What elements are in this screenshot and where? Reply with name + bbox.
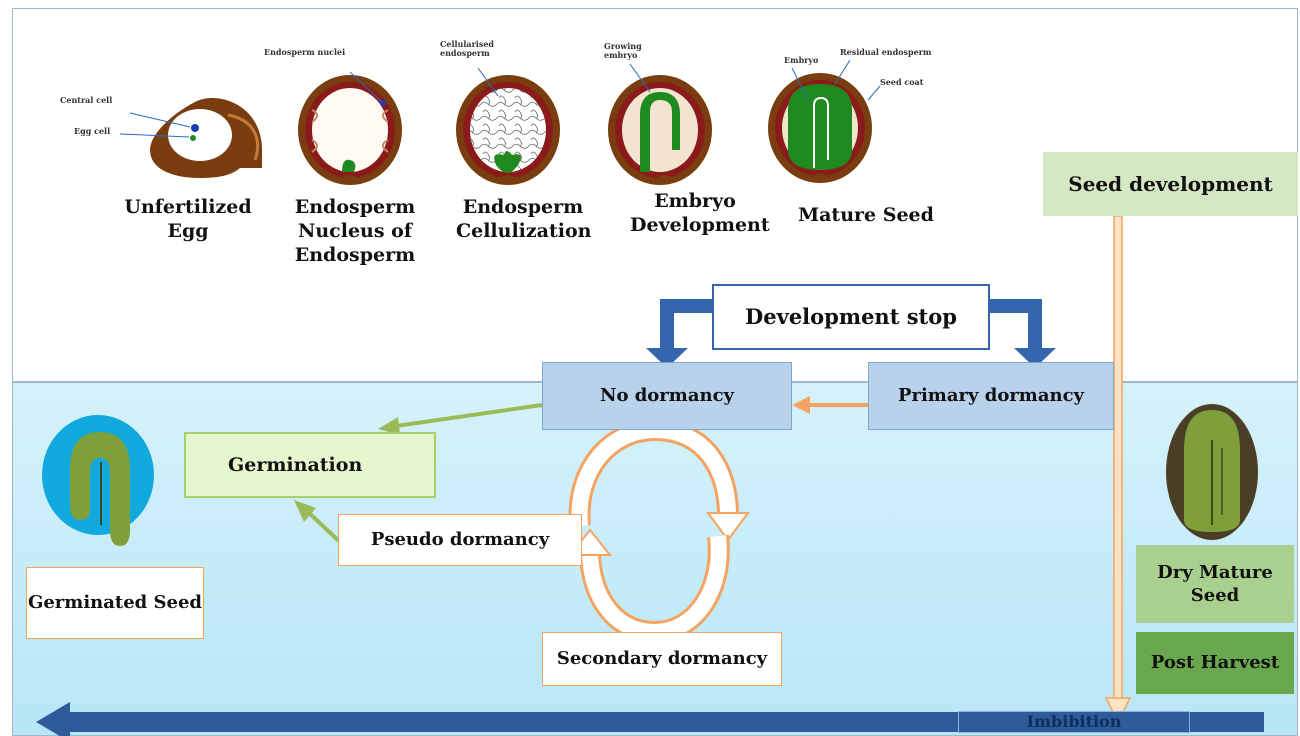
imbibition-arrow [36,702,1264,736]
post-harvest-box: Post Harvest [1136,632,1294,694]
callout-seed-coat: Seed coat [880,77,924,87]
dry-mature-seed-box: Dry Mature Seed [1136,545,1294,623]
endosperm-nucleus-illustration [298,71,402,185]
pseudo-dormancy-box: Pseudo dormancy [338,514,582,566]
callout-embryo: Embryo [784,55,819,65]
mature-seed-illustration [768,59,881,183]
primary-to-no-dormancy-arrow [792,396,868,414]
germinated-seed-icon [42,415,154,546]
label-endosperm-nucleus: Endosperm Nucleus of Endosperm [294,196,416,266]
cellulization-illustration [456,67,560,185]
dry-mature-seed-icon [1166,404,1258,540]
label-embryo-development: Embryo Development [630,190,770,236]
embryo-development-illustration [608,63,712,185]
label-unfertilized-egg: Unfertilized Egg [124,196,252,242]
callout-growing-embryo: Growing embryo [604,41,642,60]
no-dormancy-box: No dormancy [542,362,792,430]
dormancy-cycle-arrows [567,418,750,644]
seed-development-box: Seed development [1043,152,1298,216]
secondary-dormancy-box: Secondary dormancy [542,632,782,686]
unfertilized-egg-illustration [119,98,262,178]
primary-dormancy-box: Primary dormancy [868,362,1114,430]
development-stop-box: Development stop [712,284,990,350]
imbibition-label: Imbibition [958,711,1190,733]
callout-central-cell: Central cell [60,95,113,105]
label-mature-seed: Mature Seed [798,204,934,226]
callout-cellularised-endosperm: Cellularised endosperm [440,39,495,58]
no-dormancy-to-germination-arrow [378,403,543,435]
germination-box: Germination [184,432,436,498]
label-endosperm-cellulization: Endosperm Cellulization [456,196,592,242]
callout-egg-cell: Egg cell [74,126,111,136]
germinated-seed-box: Germinated Seed [26,567,204,639]
pseudo-to-germination-arrow [294,500,342,544]
callout-residual-endosperm: Residual endosperm [840,47,932,57]
seed-development-timeline [1104,215,1132,724]
callout-endosperm-nuclei: Endosperm nuclei [264,47,346,57]
development-stop-arrows [646,299,1056,368]
